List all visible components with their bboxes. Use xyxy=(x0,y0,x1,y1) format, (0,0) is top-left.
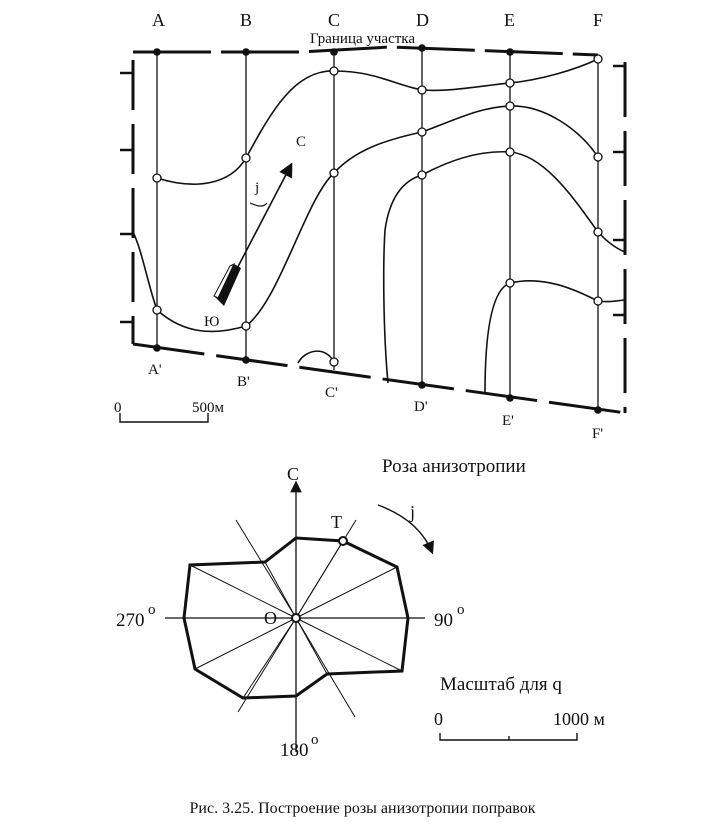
rose-scale-end: 1000 м xyxy=(553,709,605,729)
rose-degree-180: 180 о xyxy=(280,732,319,761)
svg-text:270: 270 xyxy=(116,610,145,631)
rose-point-t-label: Т xyxy=(331,512,342,532)
rose-direction-arrow xyxy=(377,504,435,555)
svg-text:90: 90 xyxy=(434,610,453,631)
map-title: Граница участка xyxy=(310,31,415,47)
rose-center-label: О xyxy=(264,608,277,628)
survey-map: Граница участка A B C D E F A' B' C' D' … xyxy=(114,10,627,442)
contour-c-hump xyxy=(297,350,335,364)
rose-degree-90: 90 о xyxy=(434,602,465,631)
rose-scale-start: 0 xyxy=(434,709,443,729)
angle-arc xyxy=(249,202,268,207)
map-scale-end: 500м xyxy=(192,400,225,416)
profile-label-f: F xyxy=(593,10,603,30)
profile-label-a: A xyxy=(152,10,165,30)
south-marker xyxy=(214,264,241,306)
contour-dome xyxy=(382,150,626,384)
contour-upper xyxy=(156,58,599,185)
direction-arrow xyxy=(229,162,293,283)
profile-label-d-prime: D' xyxy=(414,399,428,415)
rose-title: Роза анизотропии xyxy=(382,456,526,477)
map-scale-bar: 0 500м xyxy=(114,400,225,423)
rose-point-t xyxy=(338,536,348,546)
svg-text:о: о xyxy=(457,602,465,618)
rose-rays xyxy=(189,519,403,718)
contour-lower xyxy=(132,105,599,333)
profile-label-d: D xyxy=(416,10,429,30)
profile-label-e-prime: E' xyxy=(502,413,514,429)
profile-label-b-prime: B' xyxy=(237,374,250,390)
rose-polygon xyxy=(182,536,410,700)
profile-label-c: C xyxy=(328,10,340,30)
rose-center-point xyxy=(291,613,301,623)
rose-north-label: С xyxy=(287,464,299,484)
profile-label-b: B xyxy=(240,10,252,30)
south-label: Ю xyxy=(204,314,219,330)
profile-label-f-prime: F' xyxy=(592,426,603,442)
north-label: С xyxy=(296,134,306,150)
map-scale-start: 0 xyxy=(114,400,122,416)
profile-label-a-prime: A' xyxy=(148,362,162,378)
svg-text:180: 180 xyxy=(280,740,309,761)
rose-direction-label: j xyxy=(409,502,415,522)
anisotropy-rose: Роза анизотропии С Т j О xyxy=(116,456,605,761)
rose-scale-title: Масштаб для q xyxy=(440,674,562,695)
site-boundary-top xyxy=(133,45,599,57)
profile-label-c-prime: C' xyxy=(325,385,338,401)
angle-label: j xyxy=(254,180,259,196)
figure-caption: Рис. 3.25. Построение розы анизотропии п… xyxy=(189,800,536,817)
svg-text:о: о xyxy=(148,602,156,618)
rose-degree-270: 270 о xyxy=(116,602,156,631)
svg-text:о: о xyxy=(311,732,319,748)
rose-scale-bar: 0 1000 м xyxy=(434,709,605,741)
contour-right-hook xyxy=(484,279,626,394)
profile-label-e: E xyxy=(504,10,515,30)
